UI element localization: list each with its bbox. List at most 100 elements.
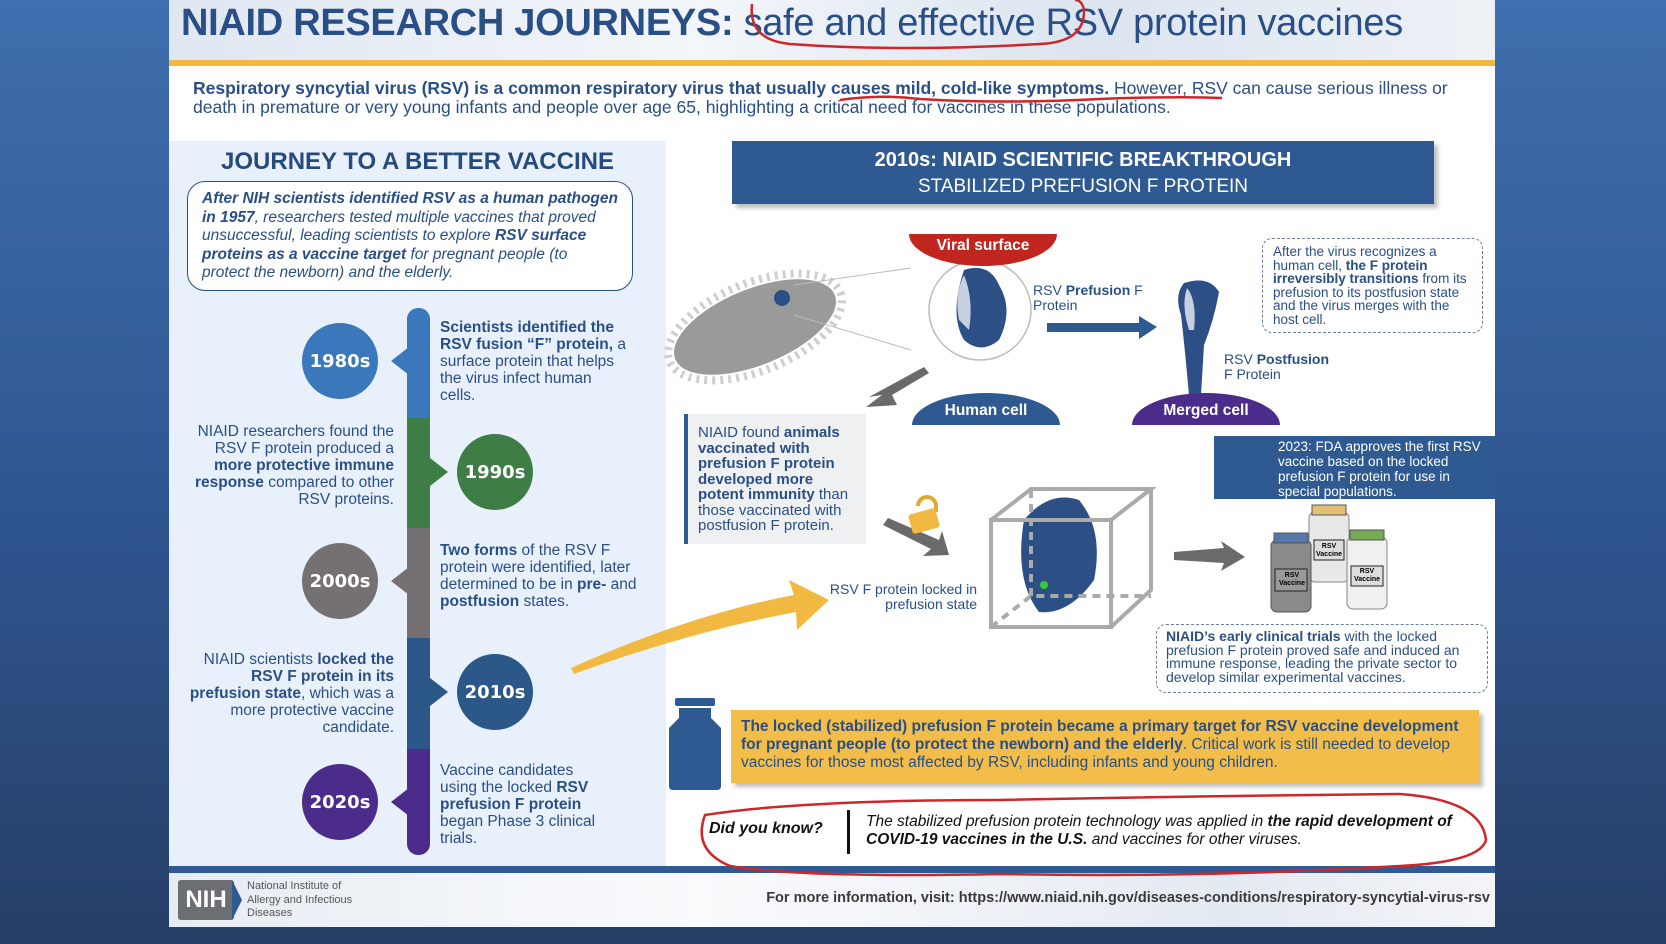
emphasis-text: locked the RSV F protein in its prefusio… <box>189 651 394 702</box>
clinical-trials-note: NIAID’s early clinical trials with the l… <box>1156 624 1488 693</box>
text-segment: for pregnant people (to protect the newb… <box>202 245 568 282</box>
text-segment: After the virus recognizes a human cell, <box>1273 244 1437 273</box>
text-segment: states. <box>519 593 570 610</box>
text-segment: of the RSV F protein were identified, la… <box>440 542 631 593</box>
lock-icon <box>908 495 940 534</box>
infographic: NIAID RESEARCH JOURNEYS: safe and effect… <box>169 0 1495 927</box>
timeline-segment-2000s <box>407 528 430 638</box>
text-segment: and <box>606 576 637 593</box>
vial-label: RSV Vaccine <box>1316 543 1343 558</box>
emphasis-text: RSV prefusion F protein <box>440 779 589 813</box>
prefusion-protein-image <box>928 259 1032 361</box>
era-2010s-text: NIAID scientists locked the RSV F protei… <box>189 651 394 736</box>
timeline-segment-2020s <box>407 749 430 855</box>
text-segment: compared to other RSV proteins. <box>263 474 394 508</box>
text-segment: NIAID found <box>698 424 784 441</box>
breakthrough-header: 2010s: NIAID SCIENTIFIC BREAKTHROUGH STA… <box>732 141 1434 204</box>
vial-icon <box>669 698 721 790</box>
emphasis-text: Two forms <box>440 542 518 559</box>
breakthrough-subheading: STABILIZED PREFUSION F PROTEIN <box>917 176 1249 197</box>
text-segment: NIAID scientists <box>203 651 318 668</box>
arrow-down-left-icon <box>866 367 929 407</box>
era-2000s-text: Two forms of the RSV F protein were iden… <box>440 542 660 610</box>
era-2000s: 2000s <box>302 543 378 619</box>
vaccine-vials-image <box>1270 504 1388 613</box>
text-segment: and vaccines for other viruses. <box>1087 831 1302 848</box>
virus-particle-image <box>664 267 912 385</box>
did-you-know-text: The stabilized prefusion protein technol… <box>866 813 1486 849</box>
pointer <box>391 567 409 595</box>
pointer <box>391 788 409 816</box>
emphasis-text: After NIH scientists identified RSV as a… <box>202 190 618 226</box>
locked-label: RSV F protein locked in prefusion state <box>829 581 977 612</box>
emphasis-text: Scientists identified the RSV fusion “F”… <box>440 319 614 353</box>
postfusion-protein-image <box>1178 280 1219 395</box>
pointer <box>430 458 448 486</box>
emphasis-text: postfusion <box>440 593 520 610</box>
text-segment: The stabilized prefusion protein technol… <box>866 813 1268 830</box>
emphasis-text: animals vaccinated with prefusion F prot… <box>698 424 840 503</box>
era-1990s: 1990s <box>457 434 533 510</box>
arrow-yellow-icon <box>571 580 829 674</box>
text-segment: NIAID researchers found the RSV F protei… <box>197 423 394 457</box>
text-segment: , researchers tested multiple vaccines t… <box>202 208 596 245</box>
journey-heading: JOURNEY TO A BETTER VACCINE <box>221 148 614 175</box>
text-segment: RSV <box>1033 282 1066 298</box>
timeline-segment-2010s <box>407 638 430 749</box>
text-segment: a surface protein that helps the virus i… <box>440 336 627 404</box>
era-2020s-text: Vaccine candidates using the locked RSV … <box>440 762 610 847</box>
text-segment: from its prefusion to its postfusion sta… <box>1273 271 1467 327</box>
era-1990s-text: NIAID researchers found the RSV F protei… <box>189 423 394 508</box>
divider <box>847 810 850 854</box>
era-2020s: 2020s <box>302 764 378 840</box>
text-segment: . Critical work is still needed to devel… <box>741 736 1450 771</box>
emphasis-text: Postfusion <box>1256 351 1330 367</box>
emphasis-text: Prefusion <box>1065 282 1131 298</box>
emphasis-text: Respiratory syncytial virus (RSV) is a c… <box>193 78 1110 98</box>
footer-divider <box>169 866 1495 873</box>
arrow-right-gray-icon <box>1174 541 1245 571</box>
fda-approval-note: 2023: FDA approves the first RSV vaccine… <box>1214 436 1495 499</box>
emphasis-text: NIAID’s early clinical trials <box>1166 628 1341 644</box>
pointer <box>391 347 409 375</box>
text-segment: Vaccine candidates using the locked <box>440 762 574 796</box>
emphasis-text: RSV surface proteins as a vaccine target <box>202 227 587 263</box>
text-segment: RSV <box>1224 351 1257 367</box>
pointer <box>430 678 448 706</box>
locked-protein-cube-image <box>989 487 1157 629</box>
animals-note: NIAID found animals vaccinated with pref… <box>684 414 866 544</box>
text-segment: F Protein <box>1224 365 1281 382</box>
illustrations <box>571 259 1388 790</box>
era-1980s-text: Scientists identified the RSV fusion “F”… <box>440 319 630 404</box>
breakthrough-heading: 2010s: NIAID SCIENTIFIC BREAKTHROUGH <box>874 149 1292 171</box>
timeline-segment-1990s <box>407 418 430 528</box>
divider <box>169 60 1495 66</box>
org-name: National Institute of Allergy and Infect… <box>247 880 353 919</box>
nih-logo-chevron <box>232 880 242 920</box>
journey-intro-box: After NIH scientists identified RSV as a… <box>187 181 633 291</box>
arrow-down-right-icon <box>883 518 949 556</box>
vial-label: RSV Vaccine <box>1354 568 1381 583</box>
emphasis-text: The locked (stabilized) prefusion F prot… <box>741 718 1459 753</box>
prefusion-label: RSV Prefusion F Protein <box>1033 283 1143 312</box>
more-info-link[interactable]: For more information, visit: https://www… <box>766 890 1490 906</box>
text-segment: with the locked prefusion F protein prov… <box>1166 628 1460 685</box>
text-segment: than those vaccinated with postfusion F … <box>698 486 849 534</box>
emphasis-text: more protective immune response <box>194 457 394 491</box>
era-1980s: 1980s <box>302 323 378 399</box>
did-you-know-label: Did you know? <box>709 820 823 837</box>
text-segment: began Phase 3 clinical trials. <box>440 813 596 847</box>
era-2010s: 2010s <box>457 654 533 730</box>
vial-label: RSV Vaccine <box>1279 572 1306 587</box>
transition-note: After the virus recognizes a human cell,… <box>1262 238 1483 333</box>
text-segment: , which was a more protective vaccine ca… <box>230 685 394 736</box>
emphasis-text: the F protein irreversibly transitions <box>1273 257 1428 286</box>
text-segment: F Protein <box>1033 282 1143 313</box>
postfusion-label: RSV Postfusion F Protein <box>1224 352 1334 381</box>
nih-logo: NIH <box>178 880 234 920</box>
arrow-right-icon <box>1047 316 1157 339</box>
primary-target-note: The locked (stabilized) prefusion F prot… <box>731 710 1479 783</box>
title-bold: NIAID RESEARCH JOURNEYS: <box>181 2 734 44</box>
timeline-segment-1980s <box>407 308 430 418</box>
emphasis-text: pre- <box>577 576 607 593</box>
